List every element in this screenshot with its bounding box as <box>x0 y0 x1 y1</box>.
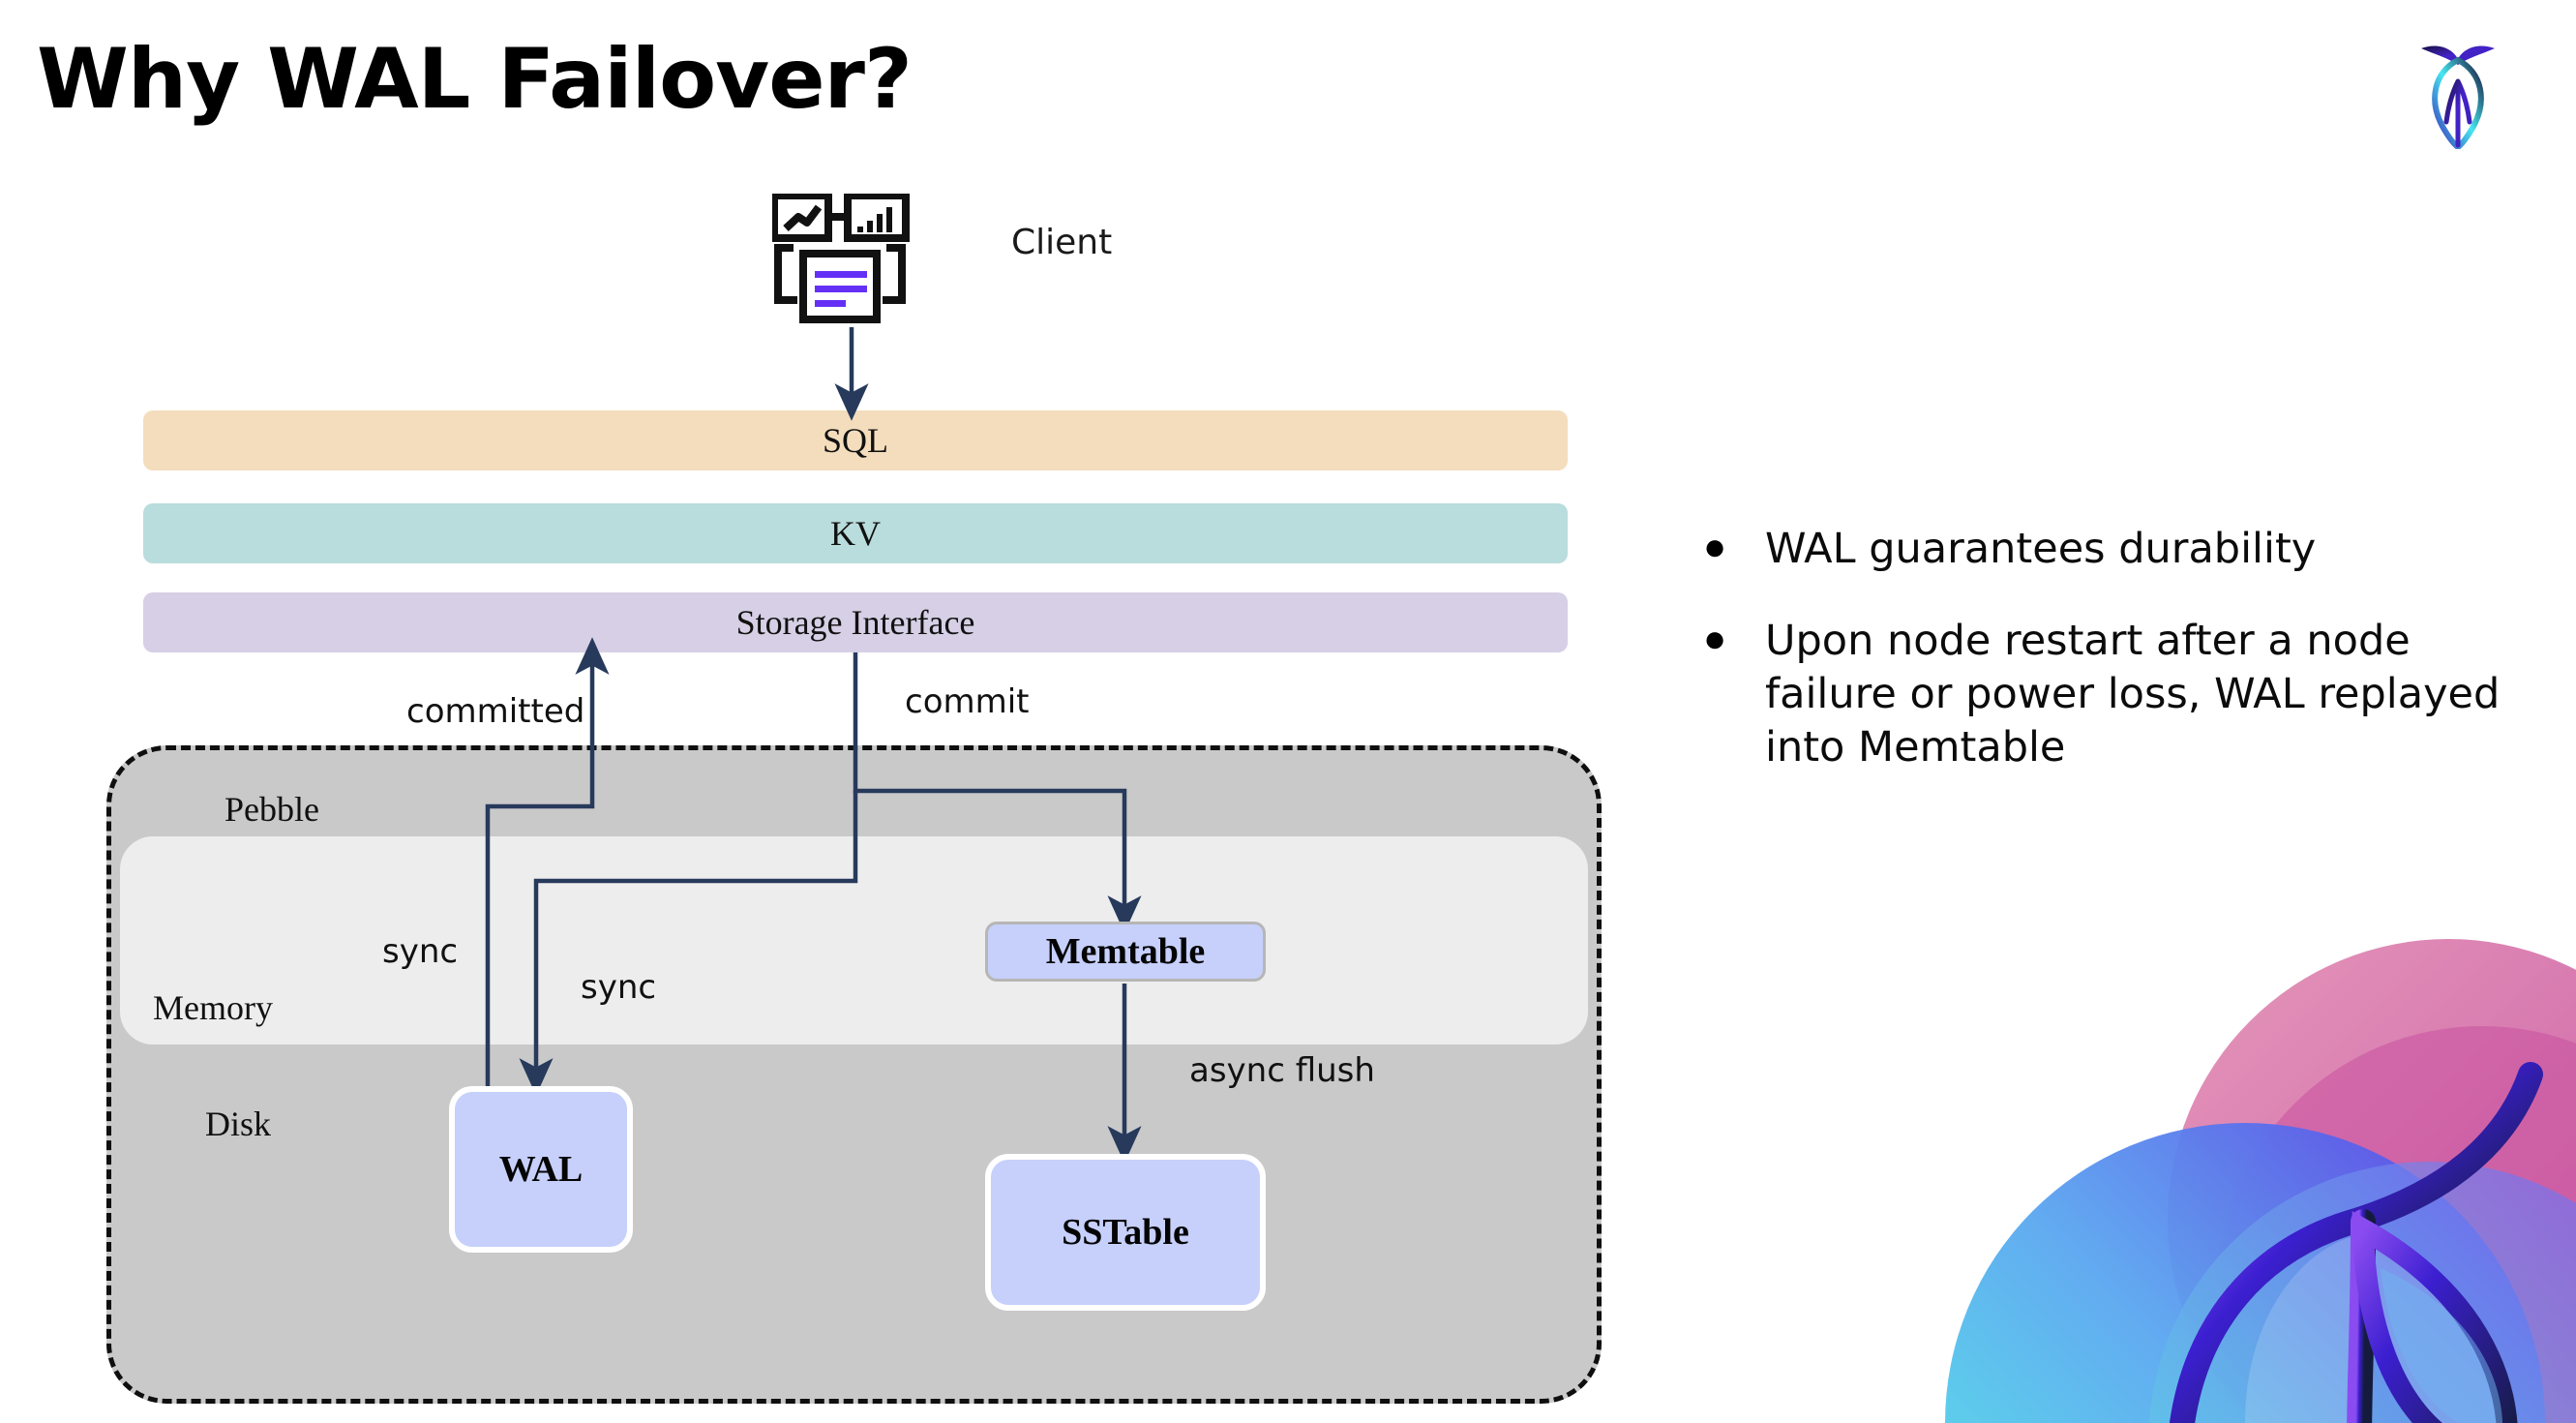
memory-region <box>120 836 1588 1045</box>
layer-bar-storage: Storage Interface <box>143 592 1568 652</box>
bullet-list: ● WAL guarantees durability ● Upon node … <box>1703 523 2535 813</box>
memory-label: Memory <box>153 988 273 1027</box>
bullet-text: WAL guarantees durability <box>1765 525 2317 573</box>
layer-label-storage: Storage Interface <box>735 603 975 642</box>
client-label: Client <box>1011 223 1113 262</box>
node-label-wal: WAL <box>498 1149 584 1190</box>
page-title: Why WAL Failover? <box>37 31 913 128</box>
pebble-label: Pebble <box>225 790 319 829</box>
bullet-marker: ● <box>1703 526 1727 568</box>
edge-label-sync-left: sync <box>382 932 459 971</box>
node-label-memtable: Memtable <box>1045 931 1206 972</box>
node-memtable: Memtable <box>985 922 1266 982</box>
edge-label-commit: commit <box>905 682 1030 721</box>
client-dashboard-icon <box>770 192 927 329</box>
layer-label-kv: KV <box>830 514 881 553</box>
node-wal: WAL <box>449 1086 633 1253</box>
layer-bar-kv: KV <box>143 503 1568 563</box>
node-label-sstable: SSTable <box>1062 1212 1189 1253</box>
decorative-corner-graphic <box>1926 900 2576 1423</box>
list-item: ● WAL guarantees durability <box>1703 523 2535 576</box>
cockroachdb-logo-icon <box>2413 33 2502 151</box>
layer-label-sql: SQL <box>822 421 888 460</box>
disk-label: Disk <box>205 1105 272 1143</box>
bullet-text: Upon node restart after a node failure o… <box>1765 617 2501 772</box>
edge-label-committed: committed <box>406 692 585 731</box>
edge-label-sync-right: sync <box>581 968 657 1007</box>
edge-label-async-flush: async flush <box>1189 1051 1375 1090</box>
list-item: ● Upon node restart after a node failure… <box>1703 615 2535 774</box>
layer-bar-sql: SQL <box>143 410 1568 470</box>
bullet-marker: ● <box>1703 618 1727 661</box>
node-sstable: SSTable <box>985 1154 1266 1311</box>
